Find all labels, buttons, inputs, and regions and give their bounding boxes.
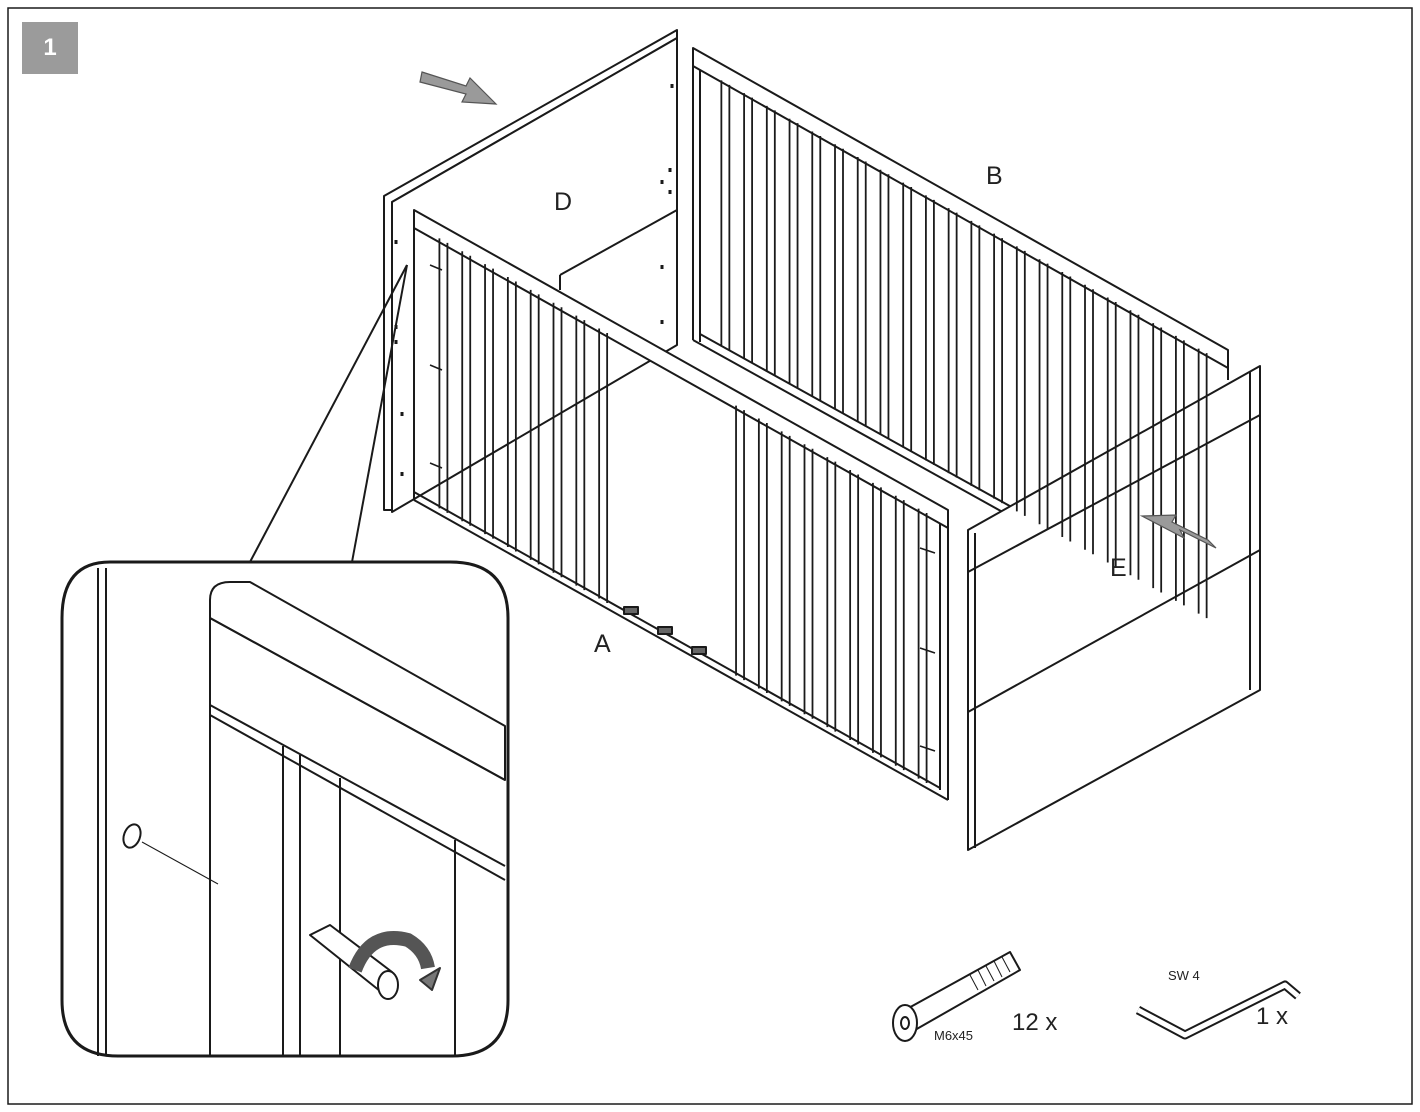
side-rail-a <box>413 209 949 801</box>
part-label-d: D <box>554 188 572 216</box>
slats-side-a <box>438 238 928 784</box>
hex-key-sw4-icon <box>1135 980 1301 1040</box>
part-label-a: A <box>594 630 611 658</box>
part-label-b: B <box>986 162 1003 190</box>
page-border <box>7 7 1413 1105</box>
bolt-m6x45-icon <box>892 951 1021 1042</box>
callout-pointer <box>249 264 408 563</box>
part-label-e: E <box>1110 554 1127 582</box>
key-quantity-label: 1 x <box>1256 1003 1288 1030</box>
bolt-size-label: M6x45 <box>934 1028 973 1043</box>
arrow-push-panel-e <box>1139 514 1217 549</box>
panel-e <box>967 365 1261 851</box>
slats-side-b <box>720 80 1208 619</box>
key-size-label: SW 4 <box>1168 968 1200 983</box>
step-number-badge: 1 <box>22 22 78 74</box>
arrow-push-panel-d <box>419 71 498 105</box>
detail-zoom-box <box>60 560 510 1058</box>
bolt-quantity-label: 12 x <box>1012 1009 1057 1036</box>
